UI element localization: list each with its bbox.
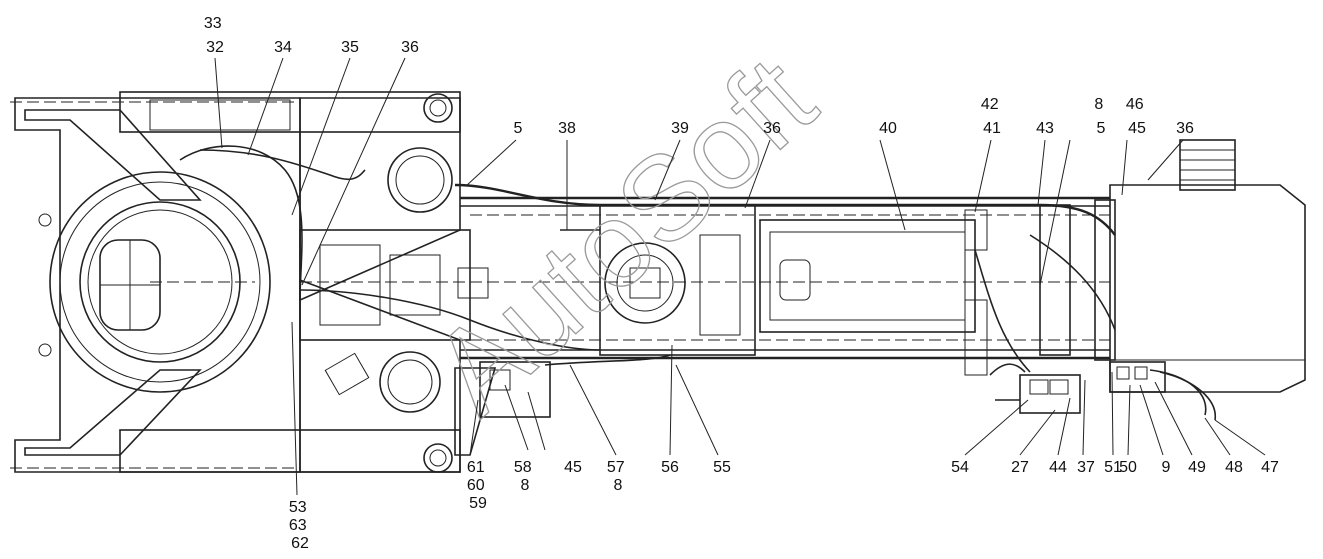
callout-36-b: 36 [763,120,781,137]
callout-33-32: 33 32 [204,15,226,56]
callout-text: 46 [1126,96,1144,113]
callout-text: 51 [1104,459,1122,476]
callout-text: 38 [558,120,576,137]
callout-text: 39 [671,120,689,137]
callout-text: 9 [1162,459,1171,476]
callout-text: 33 [204,15,222,32]
callout-text: 49 [1188,459,1206,476]
hydraulic-hoses [179,145,1216,421]
engine-cab-block [1094,139,1306,393]
callout-text: 62 [291,535,309,552]
watermark: AutoSoft [408,32,840,440]
callout-text: 27 [1011,459,1029,476]
callout-48: 48 [1225,459,1243,476]
callout-37: 37 [1077,459,1095,476]
callout-5-a: 5 [514,120,523,137]
callout-text: 36 [763,120,781,137]
callout-text: 35 [341,39,359,56]
slewing-ring [38,171,271,393]
callout-text: 45 [564,459,582,476]
callout-58-8: 58 8 [514,459,536,494]
callout-text: 40 [879,120,897,137]
callout-40: 40 [879,120,897,137]
callout-42-41: 42 41 [981,96,1003,137]
callout-text: 8 [614,477,623,494]
leader-lines [214,57,1266,496]
callout-8-5: 8 5 [1094,96,1107,137]
callout-text: 58 [514,459,532,476]
callout-text: 61 [467,459,485,476]
callout-text: 55 [713,459,731,476]
callout-text: 50 [1119,459,1137,476]
callout-text: 5 [514,120,523,137]
callout-43: 43 [1036,120,1054,137]
callout-49: 49 [1188,459,1206,476]
callout-34: 34 [274,39,292,56]
callout-text: 36 [401,39,419,56]
callout-text: 53 [289,499,307,516]
callout-text: 63 [289,517,307,534]
callout-text: 32 [206,39,224,56]
callout-text: 36 [1176,120,1194,137]
callout-text: 8 [1094,96,1103,113]
callout-text: 59 [469,495,487,512]
callout-text: 60 [467,477,485,494]
callout-27: 27 [1011,459,1029,476]
callout-47: 47 [1261,459,1279,476]
callout-text: 57 [607,459,625,476]
callout-text: 54 [951,459,969,476]
callout-text: 45 [1128,120,1146,137]
callout-text: 5 [1097,120,1106,137]
callout-text: 43 [1036,120,1054,137]
callout-54: 54 [951,459,969,476]
callout-38: 38 [558,120,576,137]
callout-61-60-59: 61 60 59 [467,459,489,512]
callout-35: 35 [341,39,359,56]
callout-44: 44 [1049,459,1067,476]
callout-text: 8 [521,477,530,494]
callout-text: 47 [1261,459,1279,476]
callout-39: 39 [671,120,689,137]
callout-9: 9 [1162,459,1171,476]
callout-text: 37 [1077,459,1095,476]
callout-55: 55 [713,459,731,476]
callout-36-c: 36 [1176,120,1194,137]
callout-53-63-62: 53 63 62 [289,499,311,552]
callout-36-a: 36 [401,39,419,56]
callout-46-45: 46 45 [1126,96,1148,137]
valve-blocks [454,361,1166,456]
callout-51: 51 [1104,459,1122,476]
callout-text: 34 [274,39,292,56]
callout-text: 48 [1225,459,1243,476]
callout-45: 45 [564,459,582,476]
callout-text: 44 [1049,459,1067,476]
callout-text: 41 [983,120,1001,137]
callout-50: 50 [1119,459,1137,476]
callout-text: 42 [981,96,999,113]
callout-56: 56 [661,459,679,476]
callout-57-8: 57 8 [607,459,629,494]
callout-text: 56 [661,459,679,476]
